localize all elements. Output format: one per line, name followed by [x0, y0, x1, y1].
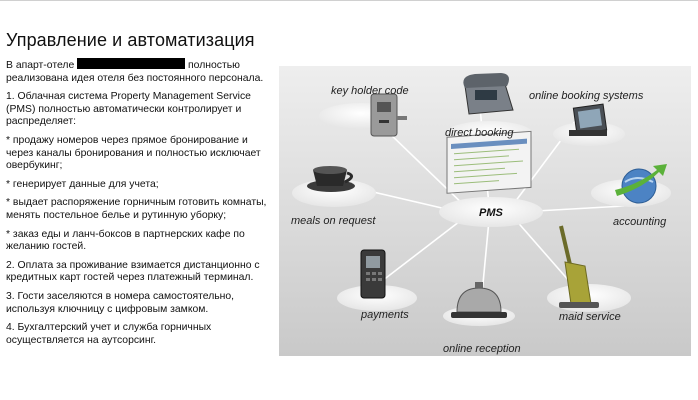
top-divider — [0, 0, 698, 1]
paragraph: * продажу номеров через прямое бронирова… — [6, 134, 261, 172]
phone-icon — [463, 73, 514, 115]
paragraph: * генерирует данные для учета; — [6, 178, 159, 190]
redacted-hotel-name — [77, 58, 186, 69]
card-terminal-icon — [360, 249, 386, 299]
vacuum-icon — [559, 225, 599, 308]
pms-diagram: PMS — [279, 66, 691, 356]
paragraph: * выдает распоряжение горничным готовить… — [6, 197, 267, 221]
intro-after: полностью реализована идея отеля без пос… — [6, 60, 264, 84]
node-label-meals: meals on request — [291, 215, 376, 227]
node-label-direct-booking: direct booking — [445, 127, 514, 139]
paragraph: 3. Гости заселяются в номера самостоятел… — [6, 290, 235, 315]
node-label-online-reception: online reception — [443, 343, 521, 355]
pms-diagram-svg: PMS — [279, 66, 691, 356]
paragraph: 1. Облачная система Property Management … — [6, 91, 251, 128]
paragraph: 4. Бухгалтерский учет и служба горничных… — [6, 322, 212, 346]
pms-label: PMS — [479, 207, 504, 219]
teacup-icon — [307, 166, 355, 192]
node-label-maid-service: maid service — [559, 311, 621, 323]
key-holder-icon — [370, 93, 407, 137]
body-text: В апарт-отеле полностью реализована идея… — [6, 58, 272, 353]
intro-paragraph: В апарт-отеле полностью реализована идея… — [6, 58, 272, 85]
node-label-accounting: accounting — [613, 216, 667, 228]
paragraph: * заказ еды и ланч-боксов в партнерских … — [6, 228, 245, 253]
intro-before: В апарт-отеле — [6, 60, 75, 71]
service-bell-icon — [451, 282, 507, 318]
globe-arrow-icon — [615, 164, 667, 204]
node-label-key-holder: key holder code — [331, 85, 409, 97]
node-label-online-booking: online booking systems — [529, 90, 644, 102]
node-label-payments: payments — [360, 309, 409, 321]
paragraph: 2. Оплата за проживание взимается дистан… — [6, 259, 260, 284]
pos-terminal-icon — [569, 103, 608, 136]
pms-center: PMS — [439, 130, 543, 227]
page-title: Управление и автоматизация — [6, 30, 255, 50]
